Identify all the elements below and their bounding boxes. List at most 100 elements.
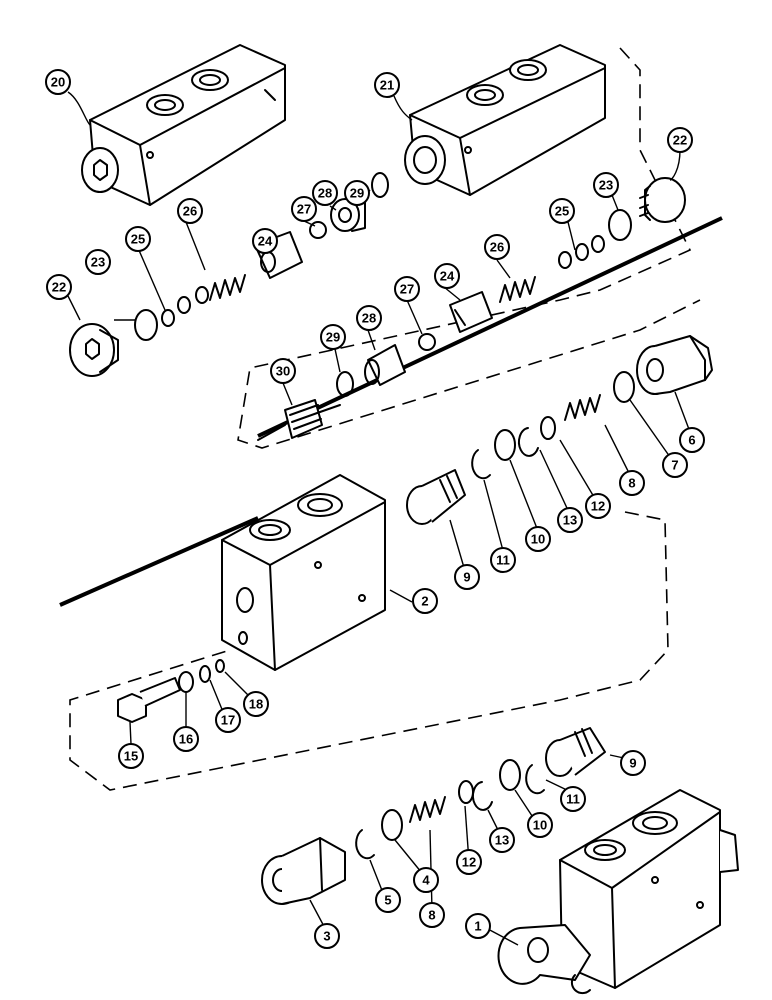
callout-25-right: 25 [549,198,575,224]
callout-23-left: 23 [85,249,111,275]
callout-label: 10 [533,818,547,833]
callout-22-right: 22 [667,127,693,153]
spring-part-26-upper [209,274,246,301]
callout-18: 18 [243,691,269,717]
o-ring-part-17 [199,665,211,683]
callout-label: 29 [350,186,364,201]
callout-label: 24 [258,234,273,249]
valve-body-part-21 [404,44,606,196]
callout-label: 12 [591,499,605,514]
fitting-part-6 [636,335,713,395]
callout-label: 8 [628,476,635,491]
seat-part-28-lower [364,344,406,386]
valve-block-part-1 [497,789,739,995]
o-ring-part-16 [178,671,194,693]
callout-label: 23 [599,178,613,193]
callout-17: 17 [215,707,241,733]
callout-12-lower: 12 [456,849,482,875]
callout-26-upper: 26 [177,198,203,224]
callout-27-lower: 27 [394,276,420,302]
o-ring-part-10-lower [499,759,521,791]
callout-label: 15 [124,749,138,764]
callout-15: 15 [118,743,144,769]
cartridge-part-9-lower [545,727,606,777]
backup-ring-part-13-upper [518,427,539,457]
callout-label: 1 [474,919,481,934]
callout-label: 16 [179,732,193,747]
callout-label: 7 [671,458,678,473]
callout-label: 3 [323,929,330,944]
callout-10-upper: 10 [525,526,551,552]
callout-label: 18 [249,697,263,712]
callout-30: 30 [270,358,296,384]
o-ring-part-12-upper [540,416,556,440]
callout-label: 2 [421,594,428,609]
callout-29-lower: 29 [320,324,346,350]
callout-6: 6 [679,427,705,453]
callout-11-upper: 11 [490,547,516,573]
callout-label: 28 [362,311,376,326]
callout-7: 7 [662,452,688,478]
callout-9-lower: 9 [620,750,646,776]
callout-label: 9 [463,570,470,585]
plug-part-22-left [69,323,119,377]
callout-label: 21 [380,78,394,93]
callout-24-lower: 24 [434,263,460,289]
callout-label: 20 [51,75,65,90]
callout-label: 27 [297,202,311,217]
seat-part-28-upper [330,195,366,232]
callout-label: 29 [326,330,340,345]
o-ring-part-4 [381,809,403,841]
o-ring-part-29-lower [336,371,354,397]
callout-label: 26 [490,240,504,255]
callout-label: 30 [276,364,290,379]
callout-2: 2 [412,588,438,614]
o-ring-part-23-right [608,209,632,241]
callout-28-upper: 28 [312,180,338,206]
valve-block-part-2 [221,474,386,671]
dashed-outline-lower [69,511,669,791]
backup-ring-part-5 [355,829,375,860]
spring-part-8-upper [564,394,601,421]
callout-24-upper: 24 [252,228,278,254]
callout-label: 28 [318,186,332,201]
callout-16: 16 [173,726,199,752]
callout-label: 4 [422,873,430,888]
fitting-part-15 [117,677,181,723]
poppet-part-30 [257,399,341,441]
callout-label: 22 [673,133,687,148]
o-ring-part-23-left [134,309,158,341]
callout-label: 6 [688,433,695,448]
callout-label: 11 [566,792,580,807]
divider-line-upper [257,216,723,438]
callout-label: 17 [221,713,235,728]
ball-part-27-lower [418,333,436,351]
callout-12-upper: 12 [585,493,611,519]
callout-21: 21 [374,72,400,98]
callout-label: 11 [496,553,510,568]
callout-11-lower: 11 [560,786,586,812]
callout-5: 5 [375,887,401,913]
callout-10-lower: 10 [527,812,553,838]
backup-ring-part-13-lower [472,781,493,811]
callout-label: 13 [563,513,577,528]
callout-1: 1 [465,913,491,939]
o-ring-part-12-lower [458,780,474,804]
callout-23-right: 23 [593,172,619,198]
callout-20: 20 [45,69,71,95]
callout-label: 5 [384,893,391,908]
callout-label: 12 [462,855,476,870]
callout-25-left: 25 [125,226,151,252]
adapter-part-3 [261,837,346,905]
backup-ring-part-11-lower [525,764,545,795]
o-ring-part-29-upper [371,172,389,198]
spring-part-8-lower [409,796,446,823]
callout-26-lower: 26 [484,234,510,260]
callout-label: 25 [555,204,569,219]
callout-label: 9 [629,756,636,771]
plug-part-22-right [639,177,686,223]
callout-label: 27 [400,282,414,297]
cartridge-part-9-upper [406,469,466,525]
callout-13-lower: 13 [489,827,515,853]
